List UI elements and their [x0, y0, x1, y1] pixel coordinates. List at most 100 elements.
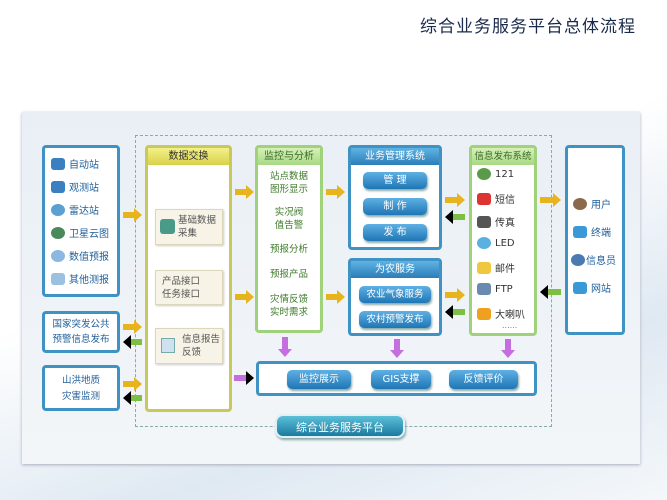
publish-item: 121 — [477, 168, 514, 180]
manage-button[interactable]: 管 理 — [363, 172, 427, 189]
agri-weather-button[interactable]: 农业气象服务 — [359, 286, 431, 303]
produce-button[interactable]: 制 作 — [363, 198, 427, 215]
people-icon — [571, 253, 585, 266]
data-exchange-box: 数据交换 基础数据采集 产品接口任务接口 信息报告反馈 — [145, 145, 232, 412]
diagram-panel — [22, 112, 640, 464]
label: 传真 — [495, 218, 515, 229]
monitor-header: 监控与分析 — [258, 148, 320, 165]
forecast-icon — [51, 249, 65, 262]
label: 产品接口 — [162, 276, 201, 287]
label: 国家突发公共 — [52, 319, 110, 330]
label: 卫星云图 — [69, 229, 109, 240]
business-management-box: 业务管理系统 管 理 制 作 发 布 — [348, 145, 442, 250]
chat-icon — [477, 237, 491, 249]
agri-service-box: 为农服务 农业气象服务 农村预警发布 — [348, 258, 442, 336]
label: 数值预报 — [69, 252, 109, 263]
user-item: 信息员 — [571, 252, 616, 267]
label: 观测站 — [69, 183, 99, 194]
label: 预报产品 — [269, 269, 308, 280]
label: 任务接口 — [162, 289, 201, 300]
gis-support-button[interactable]: GIS支撑 — [371, 370, 431, 389]
monitor-icon — [51, 157, 65, 170]
rural-warning-button[interactable]: 农村预警发布 — [359, 311, 431, 328]
page-title: 综合业务服务平台总体流程 — [420, 17, 636, 37]
label: 大喇叭 — [495, 310, 525, 321]
mail-m-icon — [477, 192, 491, 205]
fax-icon — [477, 215, 491, 228]
basic-data-collect: 基础数据采集 — [155, 209, 223, 245]
radar-icon — [51, 203, 65, 216]
source-item: 卫星云图 — [51, 225, 109, 240]
users-box: 用户 终端 信息员 网站 — [565, 145, 625, 335]
info-publish-box: 信息发布系统 121 短信 传真 LED 邮件 FTP 大喇叭 ...... — [469, 145, 537, 336]
label: 其他测报 — [69, 275, 109, 286]
label: 实时需求 — [269, 307, 308, 318]
publish-item: 短信 — [477, 191, 515, 206]
disaster-monitor-box: 山洪地质灾害监测 — [42, 365, 120, 411]
report-feedback: 信息报告反馈 — [155, 328, 223, 364]
platform-button[interactable]: 综合业务服务平台 — [275, 414, 405, 438]
ftp-icon — [477, 283, 491, 295]
publish-item: 邮件 — [477, 260, 515, 275]
label: 预警信息发布 — [52, 334, 110, 345]
publish-header: 信息发布系统 — [472, 148, 534, 165]
label: 自动站 — [69, 160, 99, 171]
user-item: 网站 — [573, 280, 611, 295]
envelope-icon — [477, 261, 491, 274]
label: 灾情反馈 — [269, 294, 308, 305]
publish-item: FTP — [477, 283, 513, 295]
biz-header: 业务管理系统 — [351, 148, 439, 165]
label: FTP — [495, 283, 513, 295]
monitor-analysis-box: 监控与分析 站点数据图形显示 实况阀值告警 预报分析 预报产品 灾情反馈实时需求 — [255, 145, 323, 333]
source-item: 其他测报 — [51, 271, 109, 286]
interface-box: 产品接口任务接口 — [155, 270, 223, 305]
user-item: 用户 — [573, 196, 611, 211]
label: 网站 — [591, 284, 611, 295]
label: LED — [495, 237, 515, 249]
terminal-icon — [573, 225, 587, 238]
label: 信息报告 — [182, 334, 221, 345]
label: 短信 — [495, 195, 515, 206]
support-bar: 监控展示 GIS支撑 反馈评价 — [256, 361, 537, 396]
label: 终端 — [591, 228, 611, 239]
data-icon — [160, 219, 175, 234]
label: 基础数据 — [178, 215, 217, 226]
calendar-icon — [161, 338, 175, 353]
keyboard-icon — [51, 272, 65, 285]
label: 雷达站 — [69, 206, 99, 217]
label: 图形显示 — [269, 184, 308, 195]
publish-button[interactable]: 发 布 — [363, 224, 427, 241]
agri-header: 为农服务 — [351, 261, 439, 278]
satellite-icon — [51, 226, 65, 239]
publish-item: 大喇叭 — [477, 306, 525, 321]
label: 预报分析 — [269, 244, 308, 255]
station-icon — [51, 180, 65, 193]
label: 反馈 — [182, 347, 202, 358]
label: 灾害监测 — [61, 391, 100, 402]
website-icon — [573, 281, 587, 294]
source-item: 数值预报 — [51, 248, 109, 263]
publish-item: 传真 — [477, 214, 515, 229]
phone-icon — [477, 168, 491, 180]
label: 实况阀 — [274, 207, 304, 218]
source-item: 观测站 — [51, 179, 99, 194]
label: 采集 — [178, 228, 198, 239]
source-item: 雷达站 — [51, 202, 99, 217]
label: 信息员 — [586, 256, 616, 267]
label: 值告警 — [274, 220, 304, 231]
user-icon — [573, 197, 587, 210]
label: 山洪地质 — [61, 375, 100, 386]
station-sources-box: 自动站 观测站 雷达站 卫星云图 数值预报 其他测报 — [42, 145, 120, 297]
arrow-down-icon — [501, 339, 515, 358]
source-item: 自动站 — [51, 156, 99, 171]
label: 邮件 — [495, 264, 515, 275]
public-warning-box: 国家突发公共预警信息发布 — [42, 311, 120, 353]
more-label: ...... — [502, 321, 518, 330]
user-item: 终端 — [573, 224, 611, 239]
label: 站点数据 — [269, 171, 308, 182]
speaker-icon — [477, 307, 491, 320]
arrow-down-icon — [278, 337, 292, 357]
feedback-button[interactable]: 反馈评价 — [449, 370, 518, 389]
label: 用户 — [591, 200, 611, 211]
monitor-display-button[interactable]: 监控展示 — [287, 370, 351, 389]
